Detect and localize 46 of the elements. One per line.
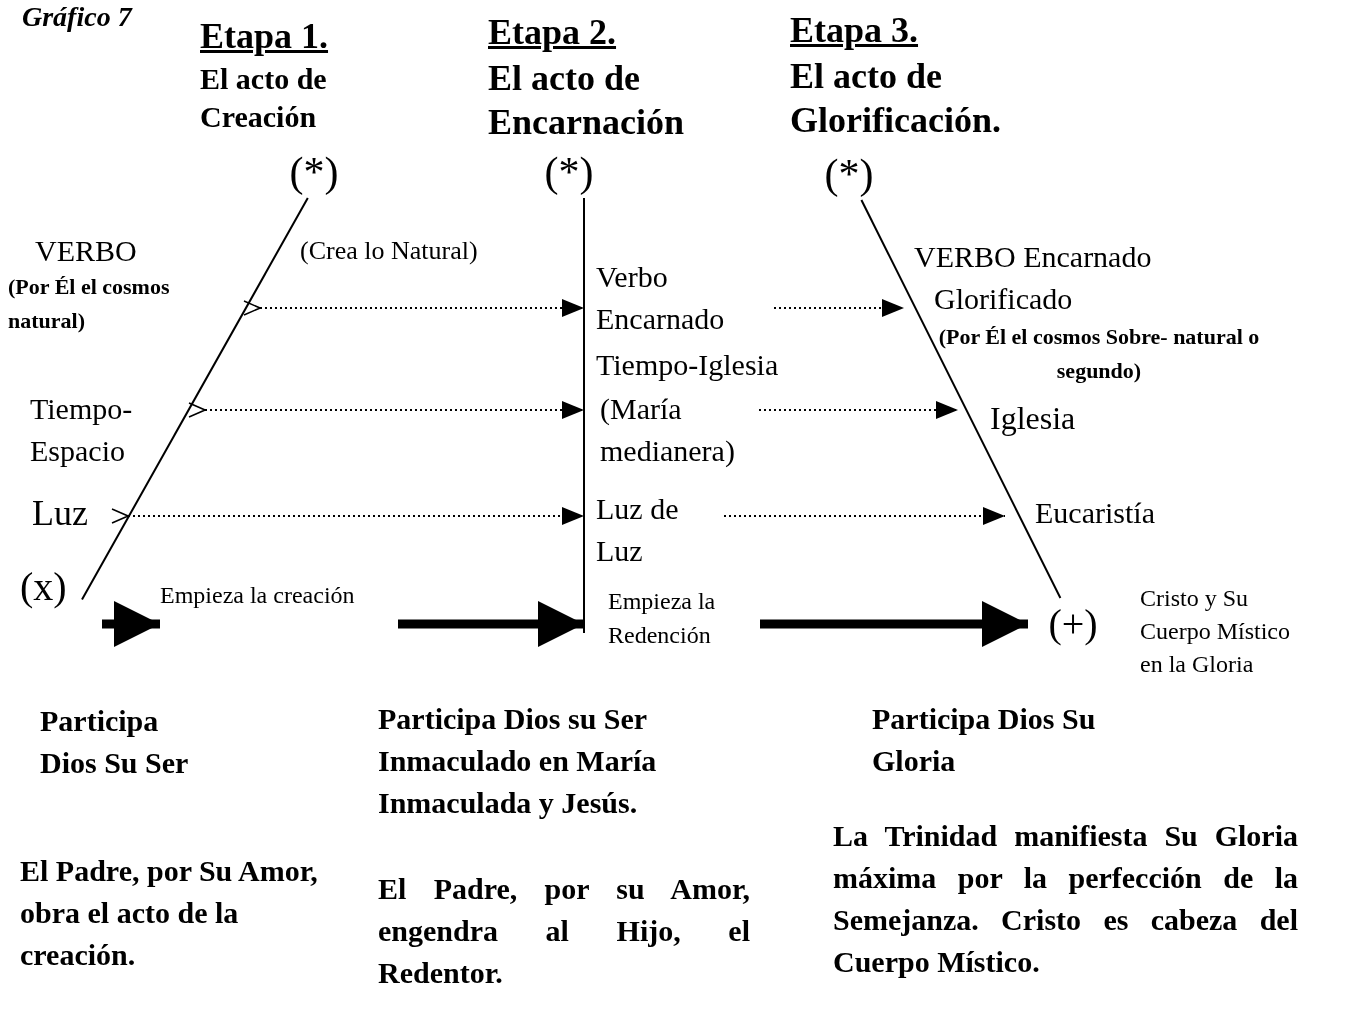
connector-line xyxy=(860,199,1062,599)
summary-text: Participa Dios Su Gloria xyxy=(872,701,1097,779)
arrow xyxy=(243,299,585,317)
description-text: La Trinidad manifiesta Su Gloria máxima por la perfección de la Semejanza. Cristo es cabeza del Cuerpo Místico. xyxy=(833,818,1298,980)
summary-text: Participa Dios su Ser Inmaculado en María Inmaculada y Jesús. xyxy=(378,701,658,821)
node-label: (*) xyxy=(538,146,600,198)
connector-line xyxy=(81,197,309,601)
arrow xyxy=(188,401,585,419)
node-label: Verbo Encarnado xyxy=(584,256,774,342)
stage-subtitle: El acto de Glorificación. xyxy=(790,55,1002,142)
node-label: (x) xyxy=(20,562,82,612)
node-label: Empieza la creación xyxy=(160,578,398,648)
node-label: (*) xyxy=(283,146,345,198)
node-note: (Por Él el cosmos natural) xyxy=(8,273,171,335)
connector-line xyxy=(583,197,585,634)
arrow xyxy=(723,507,1006,525)
arrow xyxy=(398,601,584,647)
node-label: Tiempo- Espacio xyxy=(30,388,205,472)
node-label: Luz de Luz xyxy=(584,488,724,574)
arrow xyxy=(760,601,1028,647)
description-text: El Padre, por su Amor, engendra al Hijo, el Redentor. xyxy=(378,871,750,991)
node-label: VERBO xyxy=(34,233,138,269)
arrow xyxy=(102,601,160,647)
arrow xyxy=(758,401,959,419)
node-label: Luz xyxy=(32,490,128,536)
stage-subtitle: El acto de Creación xyxy=(200,61,328,135)
node-caption: Cristo y Su Cuerpo Místico en la Gloria xyxy=(1140,584,1290,679)
summary-text: Participa Dios Su Ser xyxy=(40,703,190,781)
node-label: Eucaristía xyxy=(1005,490,1165,536)
node-note: (Por Él el cosmos Sobre- natural o segundo) xyxy=(937,323,1261,385)
arrow xyxy=(773,299,905,317)
annotation-text: (Crea lo Natural) xyxy=(300,235,478,267)
column-text: Tiempo-Iglesia xyxy=(596,347,779,383)
stage-subtitle: El acto de Encarnación xyxy=(488,57,685,144)
node-label: (María medianera) xyxy=(584,388,759,474)
node-label: Iglesia xyxy=(958,394,1098,442)
stage-heading: Etapa 1. xyxy=(200,15,329,58)
stage-heading: Etapa 3. xyxy=(790,9,919,52)
node-label: Empieza la Redención xyxy=(584,584,760,654)
arrow xyxy=(111,507,585,525)
figure-title: Gráfico 7 xyxy=(22,0,132,34)
node-label: (+) xyxy=(1028,598,1118,650)
description-text: El Padre, por Su Amor, obra el acto de la creación. xyxy=(20,853,319,973)
stage-heading: Etapa 2. xyxy=(488,11,617,54)
node-label: (*) xyxy=(818,148,880,200)
node-label: VERBO Encarnado Glorificado xyxy=(913,239,1153,317)
